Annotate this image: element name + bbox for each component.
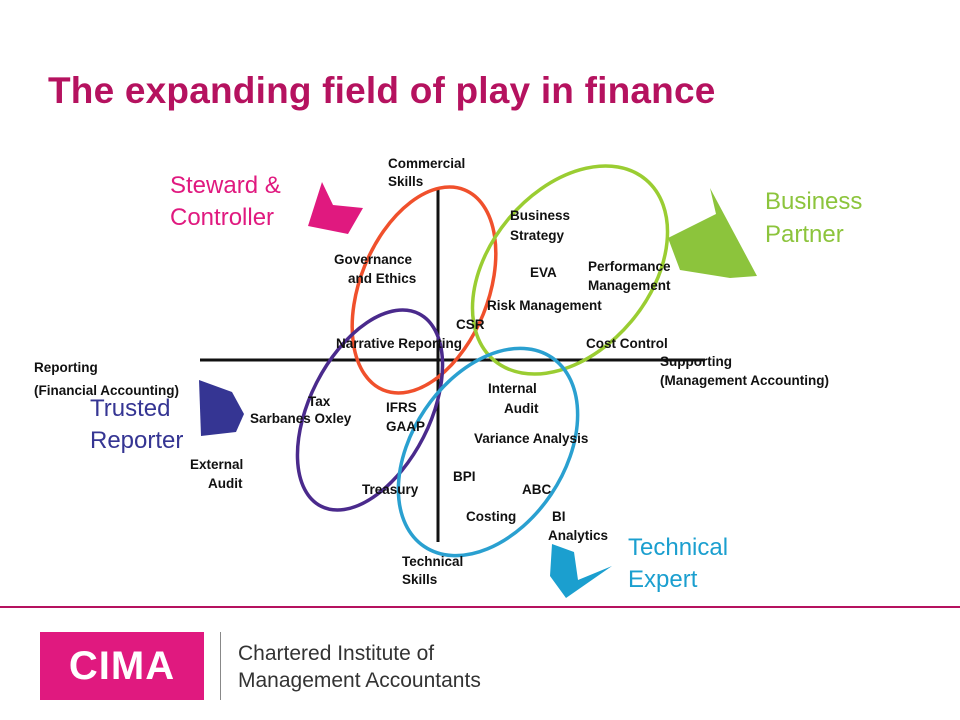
term-bi: BI [552,509,566,524]
term-governance-line2: and Ethics [348,271,416,286]
finance-roles-diagram: Steward & Controller Business Partner Tr… [34,156,862,598]
term-internal-audit-line1: Internal [488,381,537,396]
steward-arrow [308,182,363,234]
cima-logo: CIMA [40,632,204,700]
term-csr: CSR [456,317,485,332]
term-business-strategy-line1: Business [510,208,570,223]
ellipse-trusted [295,308,445,512]
term-performance-line2: Management [588,278,671,293]
axis-left-line1: Reporting [34,360,98,375]
steward-role-line1: Steward & [170,172,281,199]
technical-role-line2: Expert [628,566,698,593]
term-sarbanes-oxley: Sarbanes Oxley [250,411,352,426]
ellipse-business [470,164,670,376]
axis-left-line2: (Financial Accounting) [34,383,179,398]
term-variance-analysis: Variance Analysis [474,431,588,446]
term-bpi: BPI [453,469,476,484]
term-performance-line1: Performance [588,259,671,274]
term-external-audit-line1: External [190,457,243,472]
org-line2: Management Accountants [238,669,481,692]
trusted-role-line1: Trusted [90,395,170,422]
technical-role-line1: Technical [628,534,728,561]
axis-bottom-line2: Skills [402,572,437,587]
term-analytics: Analytics [548,528,608,543]
term-external-audit-line2: Audit [208,476,243,491]
axis-right-line2: (Management Accounting) [660,373,829,388]
axis-bottom-line1: Technical [402,554,463,569]
trusted-arrow [199,380,244,436]
business-role-line1: Business [765,188,862,215]
term-ifrs: IFRS [386,400,417,415]
ellipse-technical [396,346,580,558]
org-line1: Chartered Institute of [238,642,435,665]
term-eva: EVA [530,265,557,280]
logo-separator [220,632,221,700]
term-tax: Tax [308,394,331,409]
steward-role-line2: Controller [170,204,274,231]
term-gaap: GAAP [386,419,425,434]
term-treasury: Treasury [362,482,419,497]
trusted-role-line2: Reporter [90,427,183,454]
axis-top-line1: Commercial [388,156,465,171]
ellipse-steward [350,185,498,395]
technical-arrow [550,544,612,598]
term-internal-audit-line2: Audit [504,401,539,416]
term-costing: Costing [466,509,516,524]
footer-divider [0,606,960,608]
term-abc: ABC [522,482,551,497]
business-arrow [668,188,757,278]
term-risk-management: Risk Management [487,298,602,313]
axis-top-line2: Skills [388,174,423,189]
organization-name: Chartered Institute of Management Accoun… [238,640,481,694]
axis-right-line1: Supporting [660,354,732,369]
term-narrative-reporting: Narrative Reporting [336,336,462,351]
term-cost-control: Cost Control [586,336,668,351]
term-business-strategy-line2: Strategy [510,228,565,243]
business-role-line2: Partner [765,221,844,248]
page-title: The expanding field of play in finance [48,70,716,111]
term-governance-line1: Governance [334,252,413,267]
